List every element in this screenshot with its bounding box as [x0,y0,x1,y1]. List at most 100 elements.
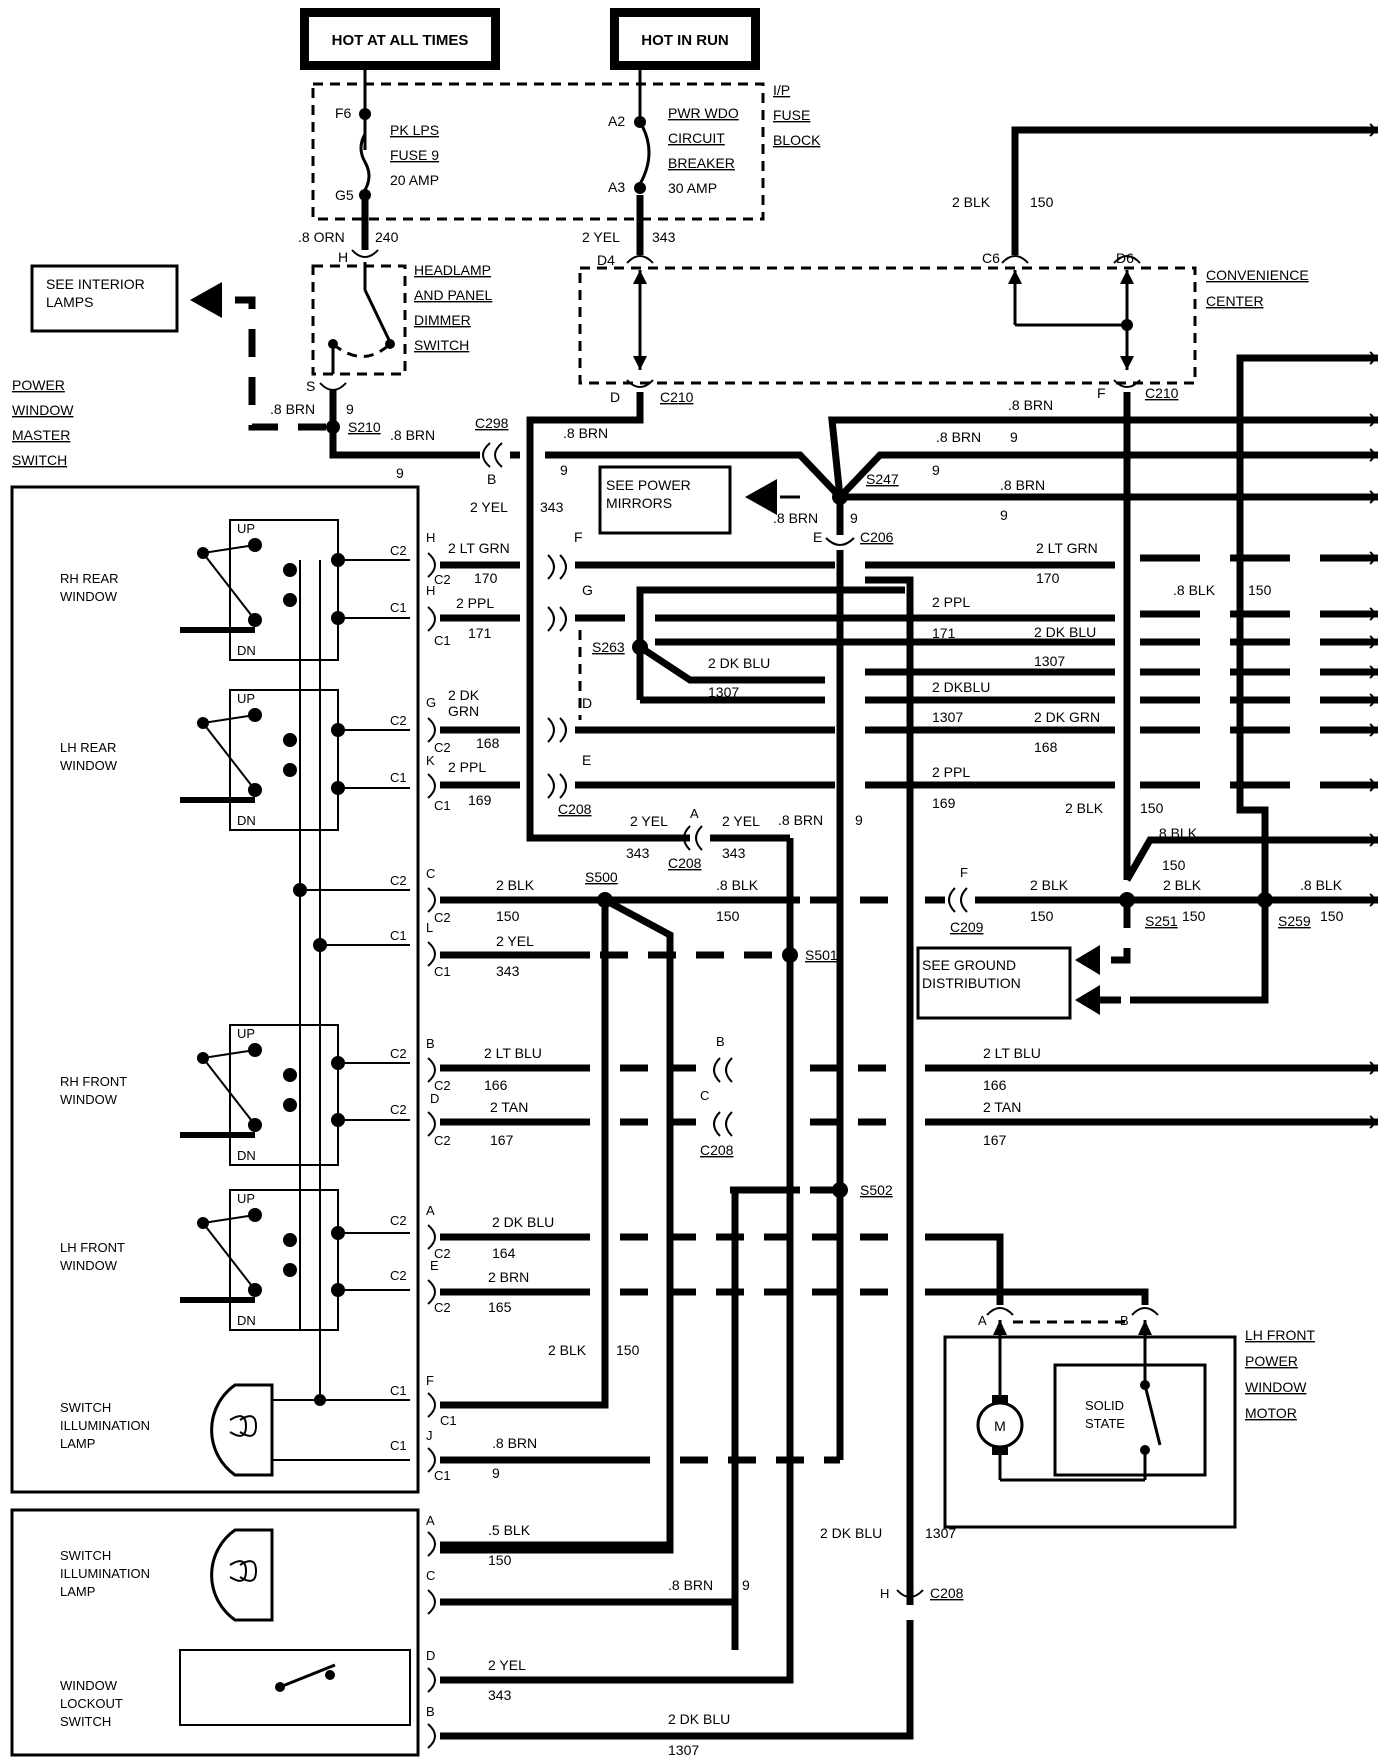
svg-text:30 AMP: 30 AMP [668,180,717,196]
svg-text:167: 167 [490,1132,514,1148]
svg-text:SEE INTERIOR: SEE INTERIOR [46,276,145,292]
svg-text:2 LT BLU: 2 LT BLU [983,1045,1041,1061]
svg-text:.8 ORN: .8 ORN [298,229,345,245]
lh-front-window-switch: LH FRONT WINDOW UP DN [60,1189,339,1331]
svg-text:.8 BRN: .8 BRN [936,429,981,445]
svg-text:S: S [306,378,315,394]
svg-text:2 YEL: 2 YEL [630,813,668,829]
svg-text:C208: C208 [930,1585,964,1601]
svg-text:DN: DN [237,813,256,828]
lh-front-power-window-motor: A B M SOLID STATE [943,1307,1237,1529]
svg-text:150: 150 [716,908,740,924]
svg-text:H: H [880,1586,889,1601]
svg-text:A3: A3 [608,179,625,195]
svg-text:C298: C298 [475,415,509,431]
svg-text:I/P: I/P [773,82,790,98]
svg-text:H: H [426,530,435,545]
svg-text:9: 9 [396,465,404,481]
svg-text:B: B [426,1704,435,1719]
svg-text:2 PPL: 2 PPL [932,594,970,610]
svg-text:F: F [960,865,968,880]
svg-text:C1: C1 [440,1413,457,1428]
svg-text:.8 BRN: .8 BRN [668,1577,713,1593]
svg-text:9: 9 [742,1577,750,1593]
svg-text:LH FRONT: LH FRONT [1245,1327,1315,1343]
svg-text:UP: UP [237,1026,255,1041]
svg-text:150: 150 [616,1342,640,1358]
svg-text:2 DK GRN: 2 DK GRN [1034,709,1100,725]
svg-text:9: 9 [932,462,940,478]
svg-text:WINDOW: WINDOW [60,1092,118,1107]
svg-text:H: H [338,249,348,265]
svg-text:A: A [978,1313,987,1328]
svg-text:9: 9 [560,462,568,478]
svg-text:2 BLK: 2 BLK [1065,800,1104,816]
svg-text:AND PANEL: AND PANEL [414,287,493,303]
svg-text:S502: S502 [860,1182,893,1198]
svg-text:C210: C210 [1145,385,1179,401]
svg-text:WINDOW: WINDOW [1245,1379,1307,1395]
see-power-mirrors-box: SEE POWER MIRRORS [598,465,732,535]
svg-text:1307: 1307 [932,709,963,725]
svg-text:UP: UP [237,1191,255,1206]
svg-text:DIMMER: DIMMER [414,312,471,328]
svg-text:BREAKER: BREAKER [668,155,735,171]
svg-text:SWITCH: SWITCH [60,1548,111,1563]
svg-text:SWITCH: SWITCH [12,452,67,468]
svg-text:D: D [582,695,592,711]
svg-text:.8 BRN: .8 BRN [390,427,435,443]
svg-text:G5: G5 [335,187,354,203]
svg-text:C209: C209 [950,919,984,935]
svg-text:C: C [426,866,435,881]
svg-text:343: 343 [722,845,746,861]
svg-text:C1: C1 [390,928,407,943]
svg-text:F: F [574,529,583,545]
svg-text:C2: C2 [390,543,407,558]
svg-text:2 DK BLU: 2 DK BLU [820,1525,882,1541]
svg-text:343: 343 [626,845,650,861]
svg-text:150: 150 [1030,908,1054,924]
switch-internals [180,538,410,1400]
svg-text:165: 165 [488,1299,512,1315]
svg-text:G: G [582,582,593,598]
svg-text:.8 BLK: .8 BLK [1173,582,1216,598]
svg-text:170: 170 [474,570,498,586]
svg-text:WINDOW: WINDOW [60,1258,118,1273]
svg-text:C2: C2 [390,1046,407,1061]
svg-text:RH REAR: RH REAR [60,571,119,586]
svg-text:LH FRONT: LH FRONT [60,1240,125,1255]
master-connector-labels: C2 C1 C2 C1 C2 C1 C2 C2 C2 C2 C1 C1 [390,543,407,1453]
svg-text:9: 9 [1000,507,1008,523]
svg-text:164: 164 [492,1245,516,1261]
svg-text:BLOCK: BLOCK [773,132,821,148]
svg-text:A: A [426,1513,435,1528]
svg-text:2 BLK: 2 BLK [1163,877,1202,893]
svg-text:1307: 1307 [708,684,739,700]
svg-text:POWER: POWER [12,377,65,393]
svg-text:343: 343 [488,1687,512,1703]
svg-text:F: F [426,1373,434,1388]
svg-text:2 BRN: 2 BRN [488,1269,529,1285]
svg-text:K: K [426,753,435,768]
svg-text:S259: S259 [1278,913,1311,929]
svg-text:168: 168 [1034,739,1058,755]
svg-text:C: C [426,1568,435,1583]
svg-text:MASTER: MASTER [12,427,70,443]
svg-text:2 DKBLU: 2 DKBLU [932,679,990,695]
svg-text:FUSE 9: FUSE 9 [390,147,439,163]
svg-text:E: E [430,1258,439,1273]
svg-text:.8 BRN: .8 BRN [270,401,315,417]
svg-text:2 DK BLU: 2 DK BLU [492,1214,554,1230]
svg-text:WINDOW: WINDOW [60,1678,118,1693]
svg-text:166: 166 [983,1077,1007,1093]
svg-text:.8 BRN: .8 BRN [778,812,823,828]
convenience-center-box [578,266,1197,385]
svg-text:LAMPS: LAMPS [46,294,93,310]
svg-text:150: 150 [1030,194,1054,210]
svg-text:9: 9 [1010,429,1018,445]
svg-text:171: 171 [932,625,956,641]
svg-text:SWITCH: SWITCH [414,337,469,353]
svg-text:J: J [426,1428,433,1443]
rh-rear-window-switch: RH REAR WINDOW UP DN [60,519,339,661]
master-switch-box [10,485,420,1494]
